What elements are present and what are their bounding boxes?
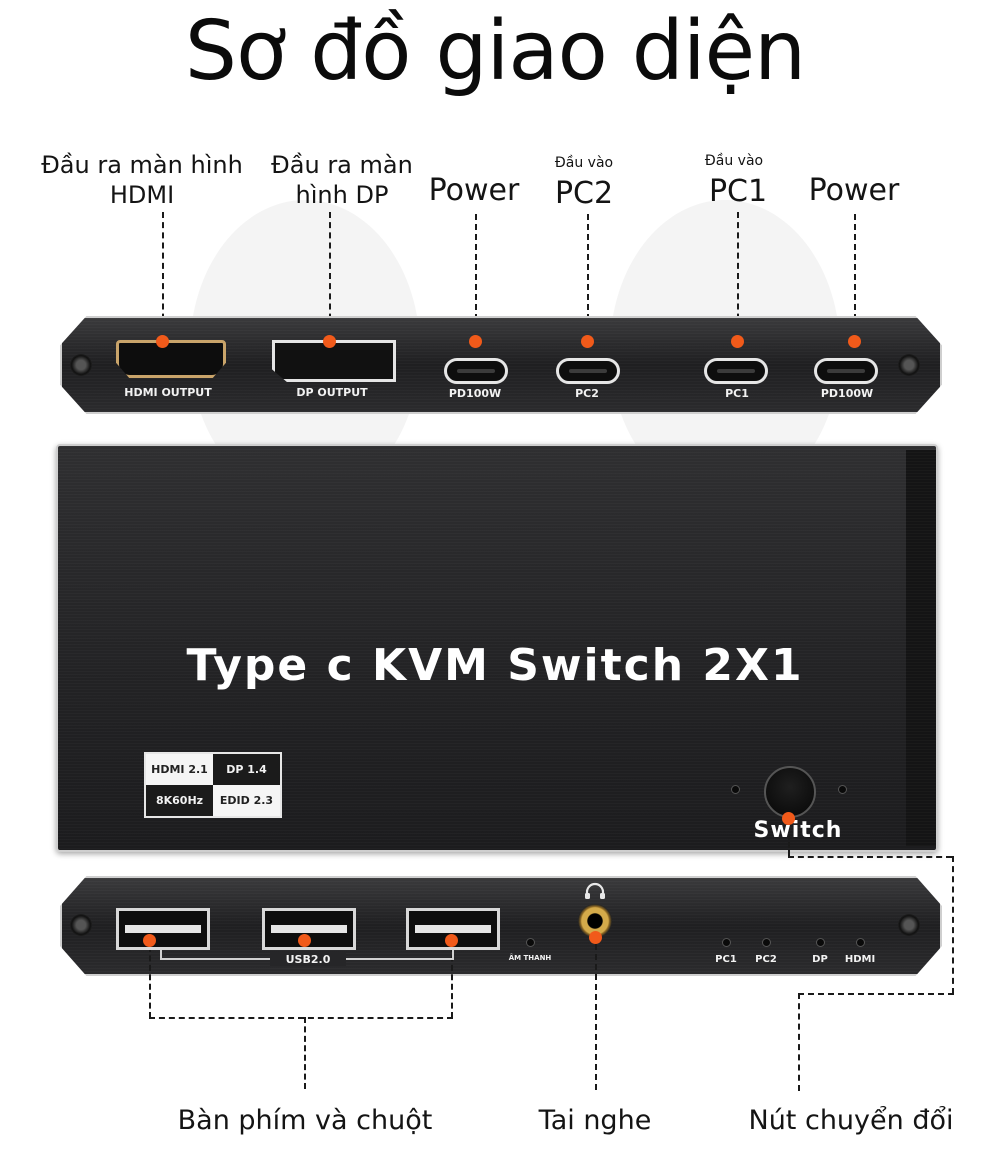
pc2-led-label: PC2: [755, 954, 777, 965]
usb-label: USB2.0: [270, 953, 346, 966]
pd100w-left-label: PD100W: [448, 387, 502, 400]
dp-output-port: [272, 340, 396, 382]
marker-dot: [581, 335, 594, 348]
marker-dot: [469, 335, 482, 348]
spec-hdmi: HDMI 2.1: [146, 754, 213, 785]
dp-led-label: DP: [812, 954, 828, 965]
leader-headphone: [595, 944, 597, 1090]
headphone-icon: [585, 882, 605, 899]
screw-icon: [70, 914, 92, 936]
leader-switch-drop: [788, 826, 790, 856]
switch-label: Switch: [753, 818, 843, 843]
page-title: Sơ đồ giao diện: [184, 4, 806, 99]
indicator-led-right: [838, 785, 847, 794]
dp-indicator-led: [816, 938, 825, 947]
leader-pc2: [587, 214, 589, 340]
leader-power-left: [475, 214, 477, 340]
pc1-indicator-led: [722, 938, 731, 947]
screw-icon: [898, 914, 920, 936]
hdmi-indicator-led: [856, 938, 865, 947]
usb-c-pc1-port: [704, 358, 768, 384]
callout-headphone: Tai nghe: [538, 1105, 652, 1136]
spec-edid: EDID 2.3: [213, 785, 280, 816]
usb-c-pc2-port: [556, 358, 620, 384]
screw-icon: [70, 354, 92, 376]
usb-c-power-port-left: [444, 358, 508, 384]
leader-switch-down: [798, 993, 800, 1091]
marker-dot: [156, 335, 169, 348]
callout-power-left: Power: [428, 173, 520, 208]
hdmi-led-label: HDMI: [844, 954, 876, 965]
usb-a-port-1: [116, 908, 210, 950]
leader-hdmi: [162, 212, 164, 340]
leader-power-right: [854, 214, 856, 340]
callout-hdmi-output: Đầu ra màn hình HDMI: [41, 151, 243, 209]
audio-label: ÂM THANH: [508, 954, 552, 962]
callout-switch-button: Nút chuyển đổi: [748, 1105, 954, 1136]
leader-switch-back: [798, 993, 954, 995]
audio-led: [526, 938, 535, 947]
usb-c-power-port-right: [814, 358, 878, 384]
leader-dp: [329, 212, 331, 340]
marker-dot: [143, 934, 156, 947]
leader-usb-main: [304, 1017, 306, 1089]
callout-pc2-input-small: Đầu vào: [554, 155, 614, 171]
pc2-indicator-led: [762, 938, 771, 947]
marker-dot: [323, 335, 336, 348]
spec-table: HDMI 2.1 DP 1.4 8K60Hz EDID 2.3: [144, 752, 282, 818]
marker-dot: [782, 812, 795, 825]
leader-pc1: [737, 212, 739, 340]
marker-dot: [848, 335, 861, 348]
leader-switch-across: [788, 856, 952, 858]
leader-usb-3: [451, 946, 453, 1018]
marker-dot: [298, 934, 311, 947]
hdmi-output-port: [116, 340, 226, 378]
callout-dp-output: Đầu ra màn hình DP: [271, 151, 413, 209]
spec-dp: DP 1.4: [213, 754, 280, 785]
marker-dot: [589, 931, 602, 944]
dp-output-label: DP OUTPUT: [296, 386, 368, 399]
indicator-led-left: [731, 785, 740, 794]
marker-dot: [731, 335, 744, 348]
callout-pc1-input-small: Đầu vào: [704, 153, 764, 169]
pc1-led-label: PC1: [715, 954, 737, 965]
pc1-port-label: PC1: [725, 387, 749, 400]
switch-button[interactable]: [764, 766, 816, 818]
callout-keyboard-mouse: Bàn phím và chuột: [177, 1105, 433, 1136]
callout-pc1-input: PC1: [708, 174, 768, 209]
leader-usb-1: [149, 946, 151, 1018]
device-name: Type c KVM Switch 2X1: [186, 640, 804, 691]
pd100w-right-label: PD100W: [820, 387, 874, 400]
pc2-port-label: PC2: [575, 387, 599, 400]
leader-switch-side: [952, 856, 954, 994]
callout-power-right: Power: [808, 173, 900, 208]
leader-usb-join: [149, 1017, 453, 1019]
spec-resolution: 8K60Hz: [146, 785, 213, 816]
callout-pc2-input: PC2: [554, 176, 614, 211]
hdmi-output-label: HDMI OUTPUT: [124, 386, 212, 399]
screw-icon: [898, 354, 920, 376]
marker-dot: [445, 934, 458, 947]
